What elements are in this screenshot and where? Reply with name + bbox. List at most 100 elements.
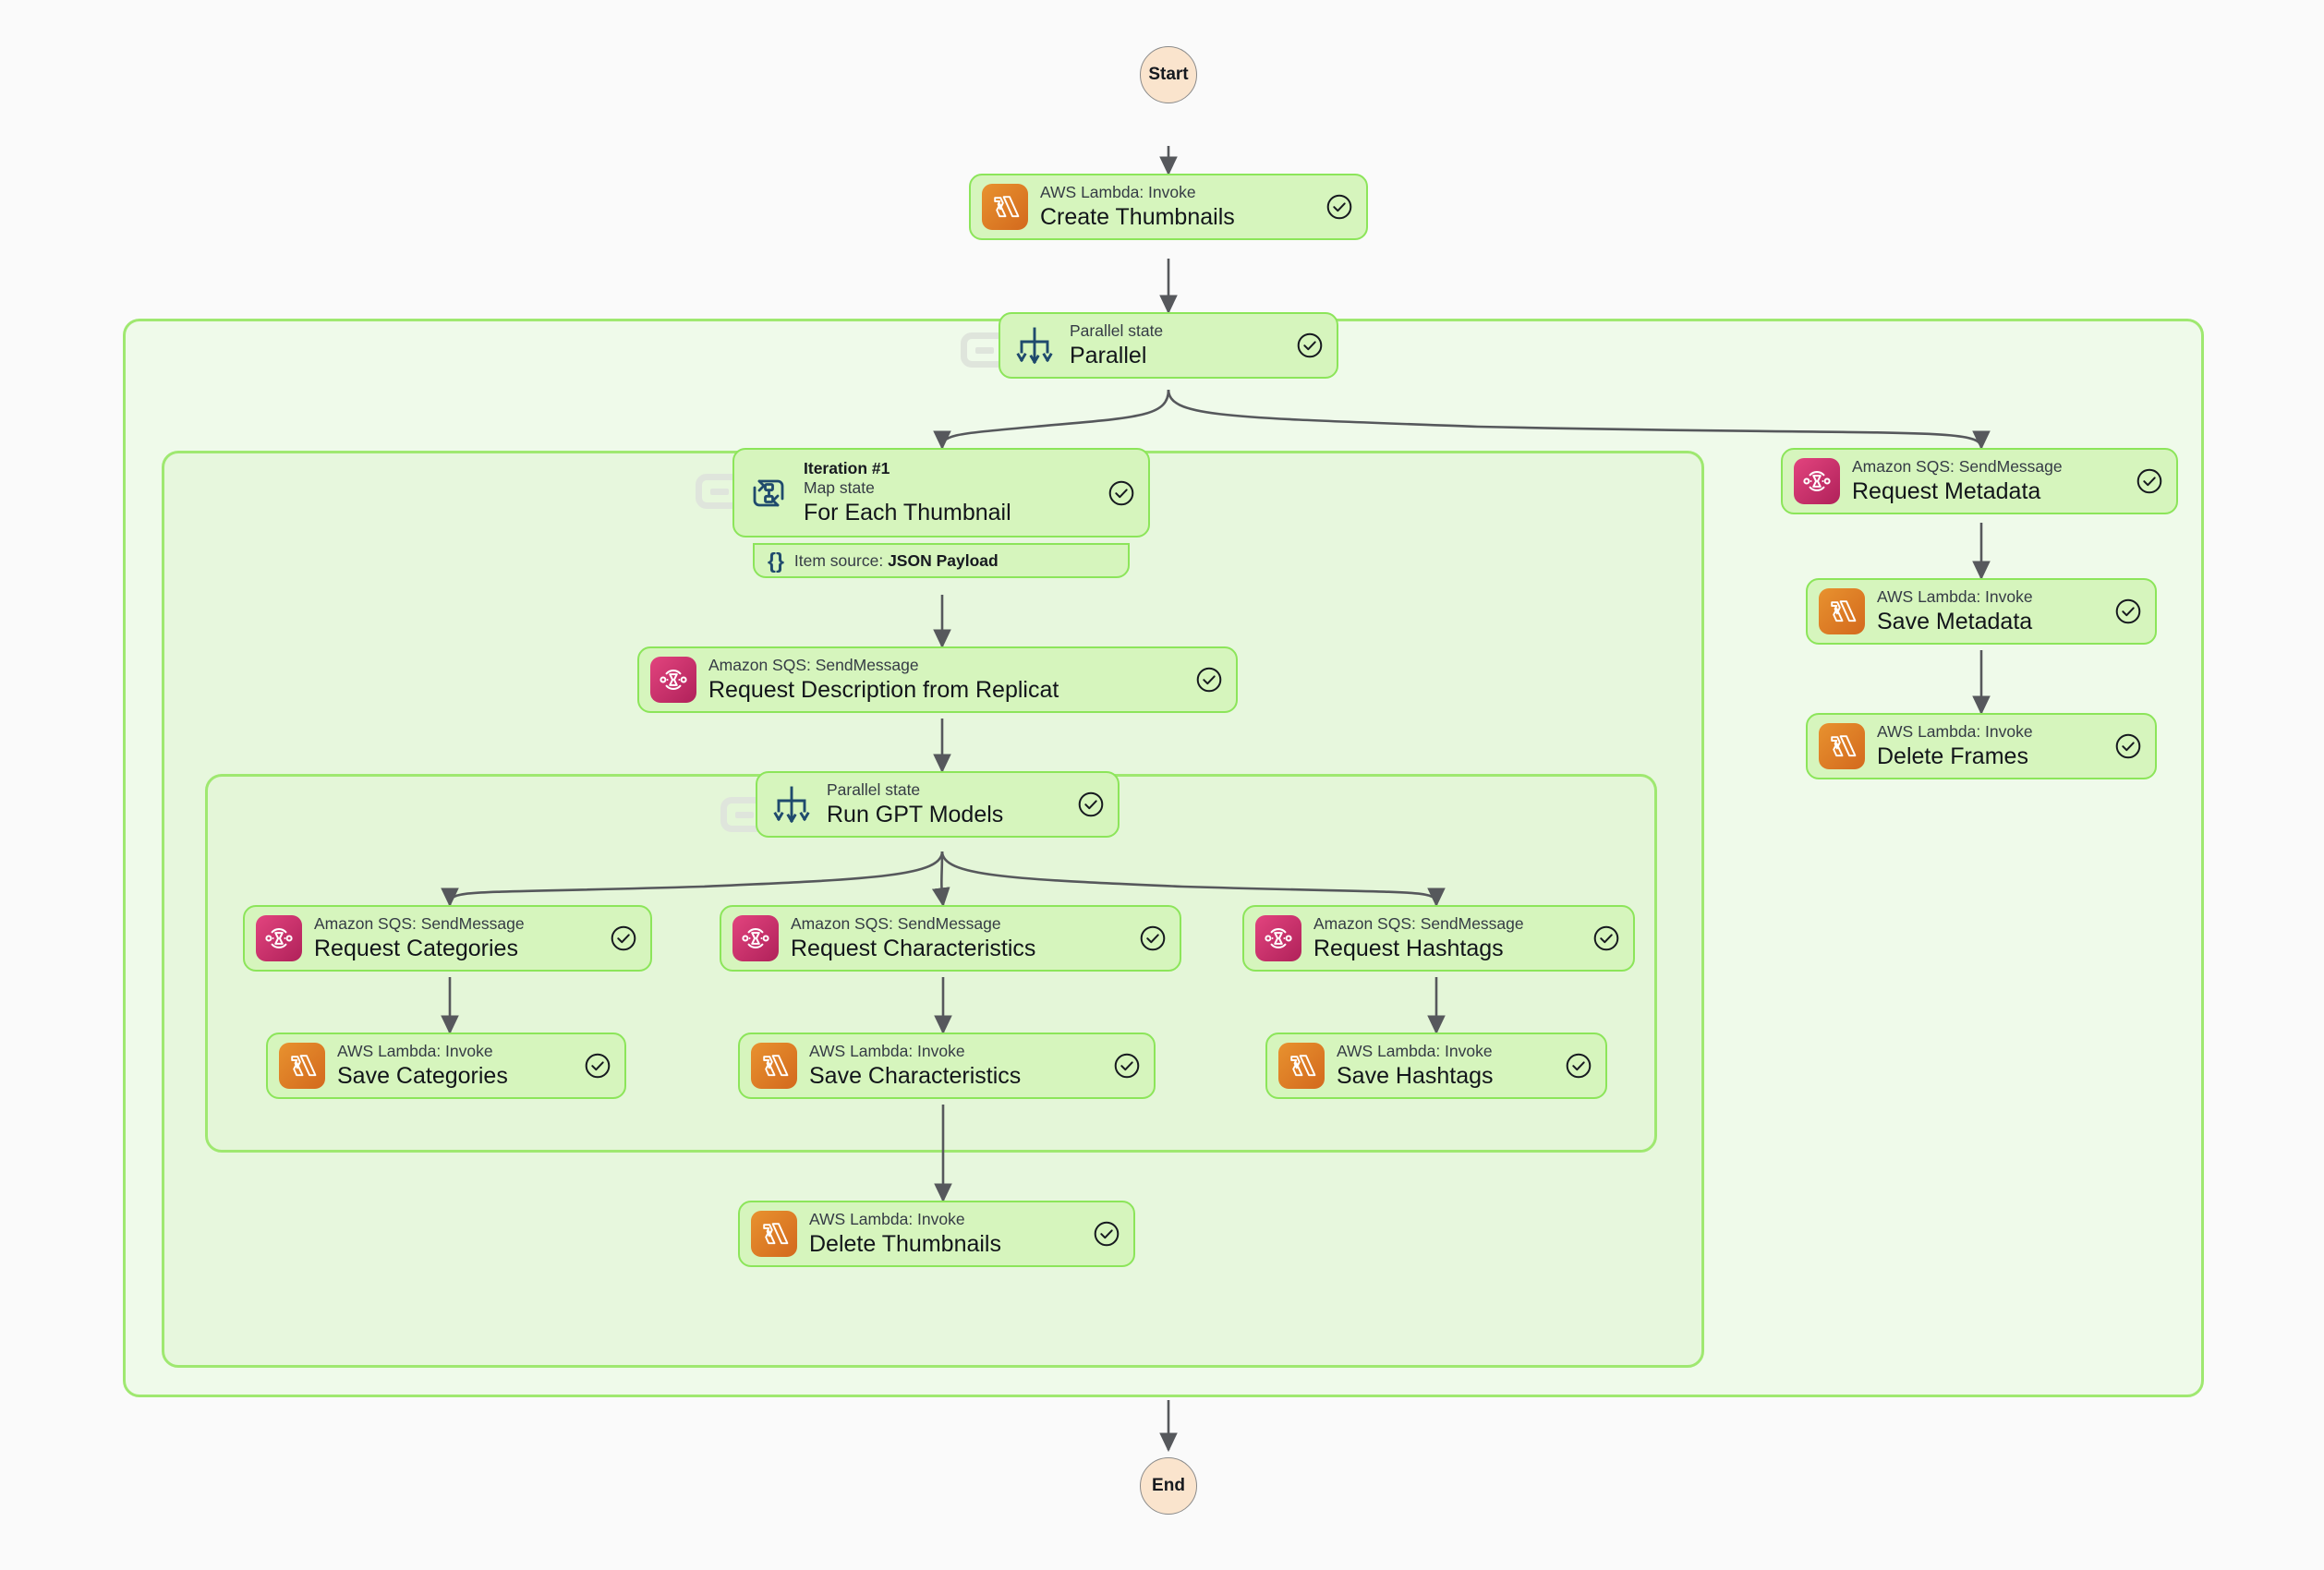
node-subtitle: AWS Lambda: Invoke xyxy=(809,1042,965,1060)
node-text: AWS Lambda: Invoke Save Hashtags xyxy=(1337,1042,1555,1090)
node-iteration-label: Iteration #1 xyxy=(804,458,890,477)
status-succeeded-icon xyxy=(2136,467,2163,495)
status-succeeded-icon xyxy=(1139,924,1167,952)
state-node-save-metadata[interactable]: AWS Lambda: Invoke Save Metadata xyxy=(1806,578,2157,645)
node-subtitle: Parallel state xyxy=(827,780,921,799)
end-node[interactable]: End xyxy=(1140,1457,1197,1515)
node-text: AWS Lambda: Invoke Save Categories xyxy=(337,1042,575,1090)
node-subtitle: AWS Lambda: Invoke xyxy=(1877,587,2033,606)
state-node-run-gpt-models[interactable]: Parallel state Run GPT Models xyxy=(756,771,1120,838)
status-succeeded-icon xyxy=(2114,598,2142,625)
node-title: For Each Thumbnail xyxy=(804,500,1011,526)
state-node-request-categories[interactable]: Amazon SQS: SendMessage Request Categori… xyxy=(243,905,652,972)
node-title: Save Hashtags xyxy=(1337,1063,1494,1089)
state-node-create-thumbnails[interactable]: AWS Lambda: Invoke Create Thumbnails xyxy=(969,174,1368,240)
node-title: Parallel xyxy=(1070,343,1147,368)
lambda-icon xyxy=(1819,588,1865,634)
node-title: Run GPT Models xyxy=(827,802,1004,827)
node-text: AWS Lambda: Invoke Save Characteristics xyxy=(809,1042,1104,1090)
status-succeeded-icon xyxy=(1565,1052,1592,1080)
state-node-save-characteristics[interactable]: AWS Lambda: Invoke Save Characteristics xyxy=(738,1033,1156,1099)
sqs-icon xyxy=(650,657,696,703)
status-succeeded-icon xyxy=(2114,732,2142,760)
node-subtitle: Amazon SQS: SendMessage xyxy=(1852,457,2063,476)
state-node-request-characteristics[interactable]: Amazon SQS: SendMessage Request Characte… xyxy=(720,905,1181,972)
node-text: AWS Lambda: Invoke Create Thumbnails xyxy=(1040,183,1316,231)
start-label: Start xyxy=(1148,65,1189,84)
lambda-icon xyxy=(279,1043,325,1089)
node-text: Amazon SQS: SendMessage Request Characte… xyxy=(791,914,1130,962)
status-succeeded-icon xyxy=(1325,193,1353,221)
node-title: Save Characteristics xyxy=(809,1063,1022,1089)
node-text: AWS Lambda: Invoke Delete Frames xyxy=(1877,722,2105,770)
node-text: Iteration #1 Map state For Each Thumbnai… xyxy=(804,459,1098,527)
parallel-state-icon xyxy=(769,781,815,827)
node-subtitle: AWS Lambda: Invoke xyxy=(809,1210,965,1228)
node-text: AWS Lambda: Invoke Save Metadata xyxy=(1877,587,2105,635)
item-source-prefix: Item source: xyxy=(793,550,884,570)
lambda-icon xyxy=(982,184,1028,230)
sqs-icon xyxy=(732,915,779,961)
state-node-save-hashtags[interactable]: AWS Lambda: Invoke Save Hashtags xyxy=(1265,1033,1607,1099)
state-node-delete-frames[interactable]: AWS Lambda: Invoke Delete Frames xyxy=(1806,713,2157,779)
status-succeeded-icon xyxy=(1113,1052,1141,1080)
map-state-icon xyxy=(745,470,792,516)
node-subtitle: AWS Lambda: Invoke xyxy=(1337,1042,1493,1060)
node-title: Save Categories xyxy=(337,1063,508,1089)
node-title: Request Hashtags xyxy=(1313,936,1504,961)
status-succeeded-icon xyxy=(1296,332,1324,359)
item-source-text: Item source: JSON Payload xyxy=(794,551,999,571)
node-subtitle: Parallel state xyxy=(1070,321,1164,340)
state-node-delete-thumbnails[interactable]: AWS Lambda: Invoke Delete Thumbnails xyxy=(738,1201,1135,1267)
state-node-save-categories[interactable]: AWS Lambda: Invoke Save Categories xyxy=(266,1033,626,1099)
lambda-icon xyxy=(751,1043,797,1089)
status-succeeded-icon xyxy=(1592,924,1620,952)
state-node-for-each-thumbnail[interactable]: Iteration #1 Map state For Each Thumbnai… xyxy=(732,448,1150,537)
node-text: Amazon SQS: SendMessage Request Hashtags xyxy=(1313,914,1583,962)
node-title: Request Metadata xyxy=(1852,478,2041,504)
node-title: Create Thumbnails xyxy=(1040,204,1235,230)
node-subtitle: AWS Lambda: Invoke xyxy=(1040,183,1196,201)
node-subtitle: Amazon SQS: SendMessage xyxy=(1313,914,1524,933)
node-text: Amazon SQS: SendMessage Request Categori… xyxy=(314,914,600,962)
status-succeeded-icon xyxy=(1195,666,1223,694)
minus-icon xyxy=(735,811,754,818)
status-succeeded-icon xyxy=(584,1052,611,1080)
sqs-icon xyxy=(1794,458,1840,504)
node-subtitle: Map state xyxy=(804,478,875,498)
node-text: Amazon SQS: SendMessage Request Descript… xyxy=(708,656,1186,704)
node-title: Request Characteristics xyxy=(791,936,1036,961)
item-source-value: JSON Payload xyxy=(888,550,999,570)
state-node-request-hashtags[interactable]: Amazon SQS: SendMessage Request Hashtags xyxy=(1242,905,1635,972)
state-node-request-description-from-replicat[interactable]: Amazon SQS: SendMessage Request Descript… xyxy=(637,646,1238,713)
json-braces-icon: {} xyxy=(768,548,784,573)
lambda-icon xyxy=(751,1211,797,1257)
node-subtitle: AWS Lambda: Invoke xyxy=(1877,722,2033,741)
node-title: Request Description from Replicat xyxy=(708,677,1059,703)
start-node[interactable]: Start xyxy=(1140,46,1197,103)
node-subtitle: AWS Lambda: Invoke xyxy=(337,1042,493,1060)
state-node-parallel[interactable]: Parallel state Parallel xyxy=(999,312,1338,379)
node-title: Delete Thumbnails xyxy=(809,1231,1001,1257)
status-succeeded-icon xyxy=(1077,791,1105,818)
sqs-icon xyxy=(1255,915,1301,961)
node-title: Save Metadata xyxy=(1877,609,2033,634)
lambda-icon xyxy=(1819,723,1865,769)
status-succeeded-icon xyxy=(1108,479,1135,507)
lambda-icon xyxy=(1278,1043,1325,1089)
node-text: Parallel state Parallel xyxy=(1070,321,1287,369)
parallel-state-icon xyxy=(1011,322,1058,368)
sqs-icon xyxy=(256,915,302,961)
map-item-source-footer: {} Item source: JSON Payload xyxy=(753,543,1130,578)
minus-icon xyxy=(710,488,729,495)
status-succeeded-icon xyxy=(610,924,637,952)
end-label: End xyxy=(1152,1476,1185,1495)
node-title: Delete Frames xyxy=(1877,743,2028,769)
status-succeeded-icon xyxy=(1093,1220,1120,1248)
minus-icon xyxy=(975,346,994,354)
node-text: AWS Lambda: Invoke Delete Thumbnails xyxy=(809,1210,1083,1258)
node-text: Parallel state Run GPT Models xyxy=(827,780,1068,828)
state-node-request-metadata[interactable]: Amazon SQS: SendMessage Request Metadata xyxy=(1781,448,2178,514)
node-text: Amazon SQS: SendMessage Request Metadata xyxy=(1852,457,2126,505)
